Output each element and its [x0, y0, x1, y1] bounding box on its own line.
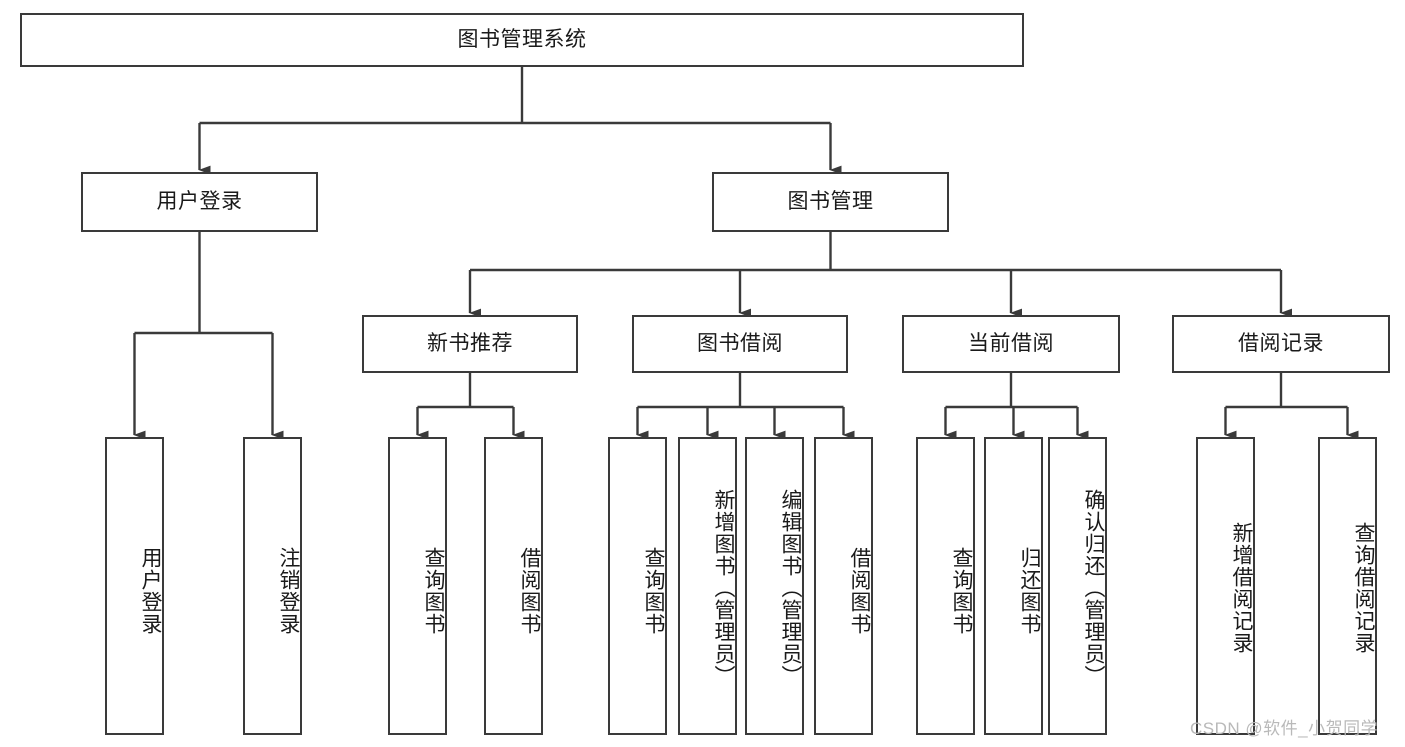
node-label-current-3: 确认归还（管理员） [1082, 489, 1105, 687]
node-label-newbook-2: 借阅图书 [518, 547, 541, 635]
node-label-borrow-1: 查询图书 [642, 547, 665, 635]
node-login-2[interactable]: 注销登录 [243, 437, 302, 735]
node-current-3[interactable]: 确认归还（管理员） [1048, 437, 1107, 735]
node-root[interactable]: 图书管理系统 [20, 13, 1024, 67]
node-label-records-2: 查询借阅记录 [1352, 522, 1375, 654]
node-current-2[interactable]: 归还图书 [984, 437, 1043, 735]
node-borrow-4[interactable]: 借阅图书 [814, 437, 873, 735]
node-borrow-2[interactable]: 新增图书（管理员） [678, 437, 737, 735]
node-label-borrow-3: 编辑图书（管理员） [779, 489, 802, 687]
node-current[interactable]: 当前借阅 [902, 315, 1120, 373]
node-login-1[interactable]: 用户登录 [105, 437, 164, 735]
node-label-bookmgmt: 图书管理 [787, 190, 874, 214]
watermark-text: CSDN @软件_小贺同学 [1190, 719, 1379, 738]
node-borrow-3[interactable]: 编辑图书（管理员） [745, 437, 804, 735]
node-newbook[interactable]: 新书推荐 [362, 315, 578, 373]
node-label-borrow-4: 借阅图书 [848, 547, 871, 635]
node-borrow[interactable]: 图书借阅 [632, 315, 848, 373]
node-label-login-2: 注销登录 [277, 547, 300, 635]
node-newbook-1[interactable]: 查询图书 [388, 437, 447, 735]
node-records[interactable]: 借阅记录 [1172, 315, 1390, 373]
node-label-newbook: 新书推荐 [427, 332, 513, 356]
node-newbook-2[interactable]: 借阅图书 [484, 437, 543, 735]
node-records-1[interactable]: 新增借阅记录 [1196, 437, 1255, 735]
node-label-records: 借阅记录 [1238, 332, 1324, 356]
node-label-borrow: 图书借阅 [697, 332, 783, 356]
node-label-current-1: 查询图书 [950, 547, 973, 635]
node-label-login-1: 用户登录 [139, 547, 162, 635]
connector-lines [133, 67, 1359, 440]
node-label-current-2: 归还图书 [1018, 547, 1041, 635]
node-label-root: 图书管理系统 [457, 28, 587, 52]
node-login[interactable]: 用户登录 [81, 172, 318, 232]
node-current-1[interactable]: 查询图书 [916, 437, 975, 735]
node-label-login: 用户登录 [156, 190, 243, 214]
node-label-newbook-1: 查询图书 [422, 547, 445, 635]
node-label-borrow-2: 新增图书（管理员） [712, 489, 735, 687]
node-label-records-1: 新增借阅记录 [1230, 522, 1253, 654]
node-bookmgmt[interactable]: 图书管理 [712, 172, 949, 232]
node-borrow-1[interactable]: 查询图书 [608, 437, 667, 735]
node-records-2[interactable]: 查询借阅记录 [1318, 437, 1377, 735]
node-label-current: 当前借阅 [968, 332, 1054, 356]
